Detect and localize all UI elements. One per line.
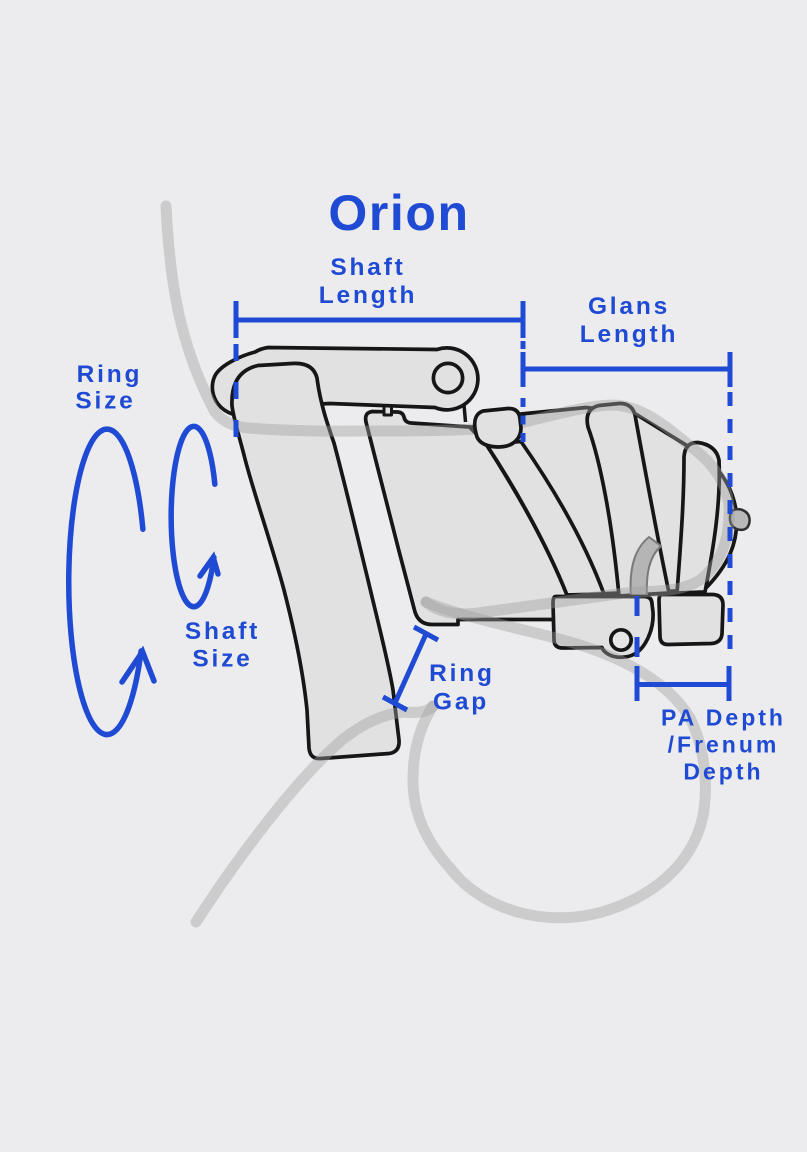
svg-text:Size: Size <box>75 388 135 415</box>
svg-text:Orion: Orion <box>328 185 469 241</box>
svg-text:Glans: Glans <box>588 293 670 320</box>
svg-text:PA Depth: PA Depth <box>661 705 786 731</box>
svg-text:/Frenum: /Frenum <box>668 732 780 758</box>
svg-text:Depth: Depth <box>683 759 763 785</box>
svg-text:Size: Size <box>192 646 252 673</box>
svg-text:Ring: Ring <box>77 361 143 388</box>
svg-text:Length: Length <box>580 321 678 348</box>
svg-text:Shaft: Shaft <box>185 618 260 645</box>
svg-text:Ring: Ring <box>429 660 495 687</box>
svg-text:Length: Length <box>319 282 417 309</box>
svg-text:Shaft: Shaft <box>330 254 405 281</box>
svg-text:Gap: Gap <box>433 689 489 716</box>
